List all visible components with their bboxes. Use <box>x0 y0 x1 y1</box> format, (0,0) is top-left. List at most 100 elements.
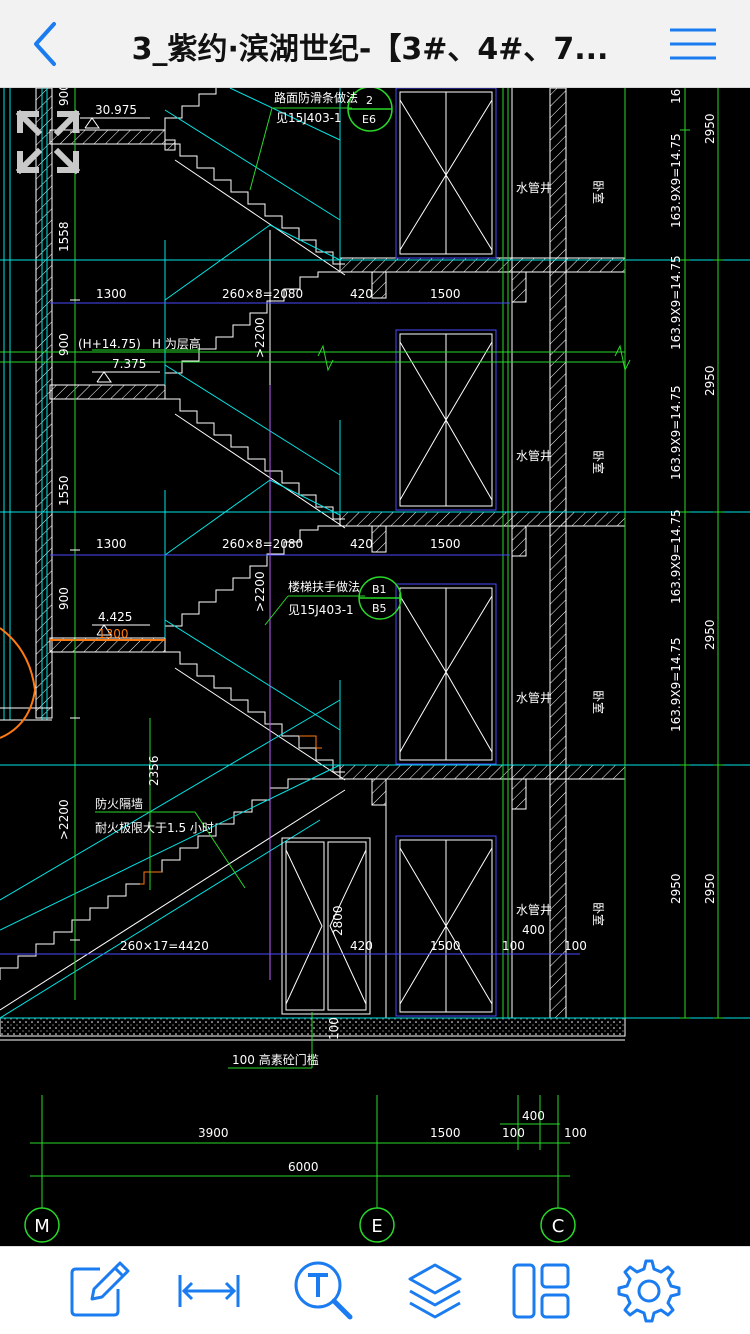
layout-button[interactable] <box>506 1257 576 1325</box>
callout-2-top: B1 <box>372 583 387 596</box>
axis-label-m: M <box>34 1216 50 1237</box>
floor-slabs <box>339 257 626 810</box>
door-sill-note: 100 高素砼门槛 <box>232 1052 319 1067</box>
level-7375: 7.375 <box>112 357 146 371</box>
dim-3900: 3900 <box>198 1126 229 1140</box>
bottom-dimensions <box>30 1095 570 1208</box>
hamburger-menu-icon <box>670 28 716 60</box>
dim-1550: 1550 <box>57 475 71 506</box>
room-pipe-shaft-1: 水管井 <box>516 180 552 195</box>
axis-label-c: C <box>552 1216 565 1237</box>
dim-420-b: 420 <box>350 537 373 551</box>
right-dim-2950-5: 2950 <box>703 873 717 904</box>
room-bedroom-2: 卧室 <box>591 450 606 474</box>
cad-drawing[interactable]: 30.975 7.375 4.425 1300 1300 260×8=2080 … <box>0 88 750 1246</box>
roof-note-title: 路面防滑条做法 <box>274 90 358 105</box>
entrance-door <box>281 837 371 1015</box>
dim-2800: 2800 <box>331 905 345 936</box>
layers-icon <box>408 1263 462 1319</box>
landscape-curve <box>0 627 37 739</box>
layout-panels-icon <box>512 1263 570 1319</box>
level-4425: 4.425 <box>98 610 132 624</box>
fullscreen-button[interactable] <box>14 108 82 176</box>
room-bedroom-1: 卧室 <box>591 180 606 204</box>
level-box-1300: 1300 <box>98 627 129 641</box>
measure-distance-icon <box>178 1275 240 1307</box>
roof-note-ref: 见15J403-1 <box>276 111 342 125</box>
windows <box>395 88 497 1017</box>
level-markers <box>80 117 160 636</box>
dim-2356: 2356 <box>147 755 161 786</box>
dim-100-v: 100 <box>327 1017 341 1040</box>
level-30975: 30.975 <box>95 103 137 117</box>
right-dim-1475-3: 163.9X9=14.75 <box>669 385 683 480</box>
interior-walls <box>385 88 567 1019</box>
rail-note-ref: 见15J403-1 <box>288 603 354 617</box>
right-dim-2950-2: 2950 <box>703 365 717 396</box>
right-dim-1475-2: 163.9X9=14.75 <box>669 255 683 350</box>
dim-400-a: 400 <box>522 923 545 937</box>
grid-axis-bubbles <box>24 1207 576 1243</box>
floor-height-desc: H 为层高 <box>152 336 201 351</box>
settings-button[interactable] <box>614 1257 684 1325</box>
right-dim-2950-3: 2950 <box>703 619 717 650</box>
dim-1558: 1558 <box>57 221 71 252</box>
layers-button[interactable] <box>400 1257 470 1325</box>
callout-2-bottom: B5 <box>372 602 387 615</box>
dim-420-a: 420 <box>350 287 373 301</box>
dim-420-c: 420 <box>350 939 373 953</box>
menu-button[interactable] <box>666 22 720 66</box>
top-navigation-bar: 3_紫约·滨湖世纪-【3#、4#、7... <box>0 0 750 88</box>
annotate-button[interactable] <box>64 1257 134 1325</box>
bottom-toolbar <box>0 1246 750 1334</box>
right-dim-top: 163 <box>669 88 683 104</box>
dim-2200-a: >2200 <box>253 317 267 358</box>
dim-2080-b: 260×8=2080 <box>222 537 303 551</box>
floor-height-note: (H+14.75) <box>78 337 141 351</box>
dim-1500-c: 1500 <box>430 939 461 953</box>
dim-1500-a: 1500 <box>430 287 461 301</box>
document-title: 3_紫约·滨湖世纪-【3#、4#、7... <box>131 32 609 67</box>
cad-drawing-canvas[interactable]: 30.975 7.375 4.425 1300 1300 260×8=2080 … <box>0 88 750 1246</box>
dim-900-c: 900 <box>57 587 71 610</box>
room-pipe-shaft-3: 水管井 <box>516 690 552 705</box>
dim-100-bottom-2: 100 <box>564 1126 587 1140</box>
right-dim-1475-1: 163.9X9=14.75 <box>669 133 683 228</box>
dim-100-a: 100 <box>502 939 525 953</box>
right-dim-2950-1: 2950 <box>703 113 717 144</box>
dim-2200-c: >2200 <box>57 799 71 840</box>
dim-2200-b: >2200 <box>253 571 267 612</box>
fire-rating-note: 耐火极限大于1.5 小时 <box>95 821 214 835</box>
dim-4420: 260×17=4420 <box>120 939 209 953</box>
landing-slabs <box>49 129 166 653</box>
dim-1300-a: 1300 <box>96 287 127 301</box>
room-pipe-shaft-2: 水管井 <box>516 448 552 463</box>
dim-100-b: 100 <box>564 939 587 953</box>
dim-1500-bottom: 1500 <box>430 1126 461 1140</box>
edit-pencil-icon <box>70 1261 130 1317</box>
room-pipe-shaft-4: 水管井 <box>516 902 552 917</box>
axis-label-e: E <box>371 1216 382 1237</box>
callout-1-bottom: E6 <box>362 113 376 126</box>
left-exterior-wall <box>0 88 53 721</box>
dim-900-b: 900 <box>57 333 71 356</box>
detail-callouts <box>347 88 402 620</box>
handrail-lines <box>0 88 341 1019</box>
text-search-button[interactable] <box>288 1257 358 1325</box>
right-dim-1475-5: 163.9X9=14.75 <box>669 637 683 732</box>
measure-button[interactable] <box>174 1257 244 1325</box>
right-dim-1475-4: 163.9X9=14.75 <box>669 509 683 604</box>
fire-wall-note: 防火隔墙 <box>95 796 143 811</box>
dim-1300-b: 1300 <box>96 537 127 551</box>
chevron-left-icon <box>34 22 56 66</box>
stair-flights <box>0 88 346 1011</box>
leader-lines <box>92 107 365 1069</box>
back-button[interactable] <box>22 18 72 70</box>
dim-1500-b: 1500 <box>430 537 461 551</box>
right-dimension-strips <box>624 88 723 1019</box>
dim-2080-a: 260×8=2080 <box>222 287 303 301</box>
dim-6000: 6000 <box>288 1160 319 1174</box>
dim-400-bottom: 400 <box>522 1109 545 1123</box>
callout-1-top: 2 <box>366 94 373 107</box>
room-bedroom-3: 卧室 <box>591 690 606 714</box>
